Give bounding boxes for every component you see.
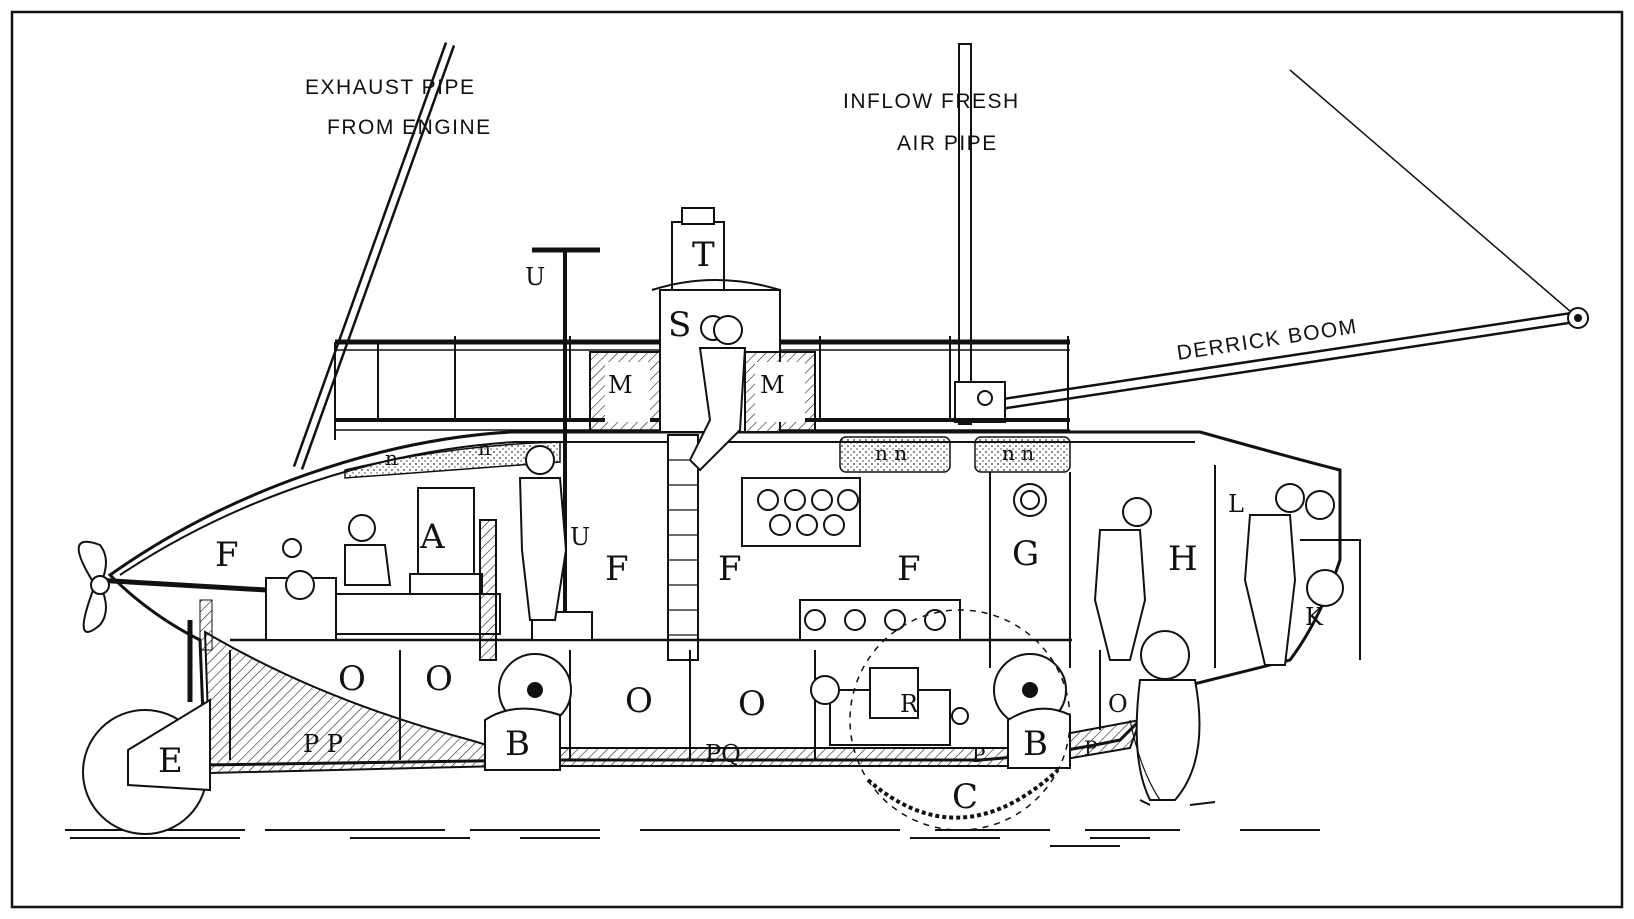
crew-figure-ladder xyxy=(688,315,747,472)
hull-upper-line xyxy=(119,441,1195,576)
water-lines xyxy=(65,829,1320,847)
derrick-boom xyxy=(954,307,1589,423)
toothed-wheel-C xyxy=(849,609,1071,831)
tank-nn-right xyxy=(974,436,1071,473)
tank-nn-left xyxy=(839,436,951,473)
label-O-1: O xyxy=(338,659,366,699)
label-O-4: O xyxy=(738,684,766,724)
ballast-PP xyxy=(203,630,546,775)
label-B-1: B xyxy=(505,724,530,764)
label-F-4: F xyxy=(897,549,921,589)
exhaust-pipe xyxy=(292,42,456,470)
label-M-left: M xyxy=(608,371,633,399)
aft-compartment-K xyxy=(1300,490,1361,660)
gauge-panel xyxy=(741,477,861,547)
label-O-2: O xyxy=(425,659,453,699)
label-G: G xyxy=(1012,534,1039,574)
crew-figure-hold xyxy=(1093,497,1152,661)
tank-n-left xyxy=(344,441,561,479)
label-M-right: M xyxy=(760,371,785,399)
label-F-3: F xyxy=(718,549,742,589)
label-C: C xyxy=(952,777,978,817)
label-O-3: O xyxy=(625,681,653,721)
label-L: L xyxy=(1228,490,1244,518)
diver-figure xyxy=(1129,630,1216,806)
label-F-2: F xyxy=(605,549,629,589)
label-R: R xyxy=(900,690,919,718)
label-n-2: n xyxy=(478,436,491,460)
label-P-2: P xyxy=(1084,736,1097,760)
label-P-1: P xyxy=(972,743,985,767)
label-PP: P P xyxy=(303,730,343,758)
crew-figure-engine xyxy=(344,514,392,586)
derrick-stay-wire xyxy=(1289,69,1579,319)
drive-wheel-B-left xyxy=(484,653,572,771)
label-U-mid: U xyxy=(570,523,590,551)
valve-panel xyxy=(799,599,961,641)
label-H: H xyxy=(1168,539,1198,579)
caption-inflow-line2: AIR PIPE xyxy=(897,132,998,155)
label-E: E xyxy=(158,741,183,781)
label-A: A xyxy=(419,517,445,557)
flywheel xyxy=(479,519,497,661)
label-n-1: n xyxy=(385,446,398,470)
propeller xyxy=(77,540,301,633)
label-B-2: B xyxy=(1023,724,1048,764)
steering-wheel-E xyxy=(82,599,213,835)
porthole-G xyxy=(1013,483,1047,517)
label-O-5: O xyxy=(1108,690,1128,718)
crew-figure-helm xyxy=(518,445,568,621)
outer-frame xyxy=(10,10,1624,909)
label-U-top: U xyxy=(525,263,545,291)
label-T: T xyxy=(692,235,715,275)
caption-inflow-line1: INFLOW FRESH xyxy=(843,90,1020,113)
caption-exhaust-line1: EXHAUST PIPE xyxy=(305,76,476,99)
label-PQ: PQ xyxy=(705,740,741,768)
label-nn-2: n n xyxy=(1002,441,1034,465)
crew-figure-aft xyxy=(1243,483,1305,666)
label-K: K xyxy=(1305,603,1324,631)
fresh-air-pipe xyxy=(958,43,972,425)
label-S: S xyxy=(668,305,691,345)
keel-PQ xyxy=(544,747,1011,767)
label-nn-1: n n xyxy=(875,441,907,465)
label-F-1: F xyxy=(215,535,239,575)
motor-R xyxy=(810,667,969,746)
caption-exhaust-line2: FROM ENGINE xyxy=(327,116,492,139)
